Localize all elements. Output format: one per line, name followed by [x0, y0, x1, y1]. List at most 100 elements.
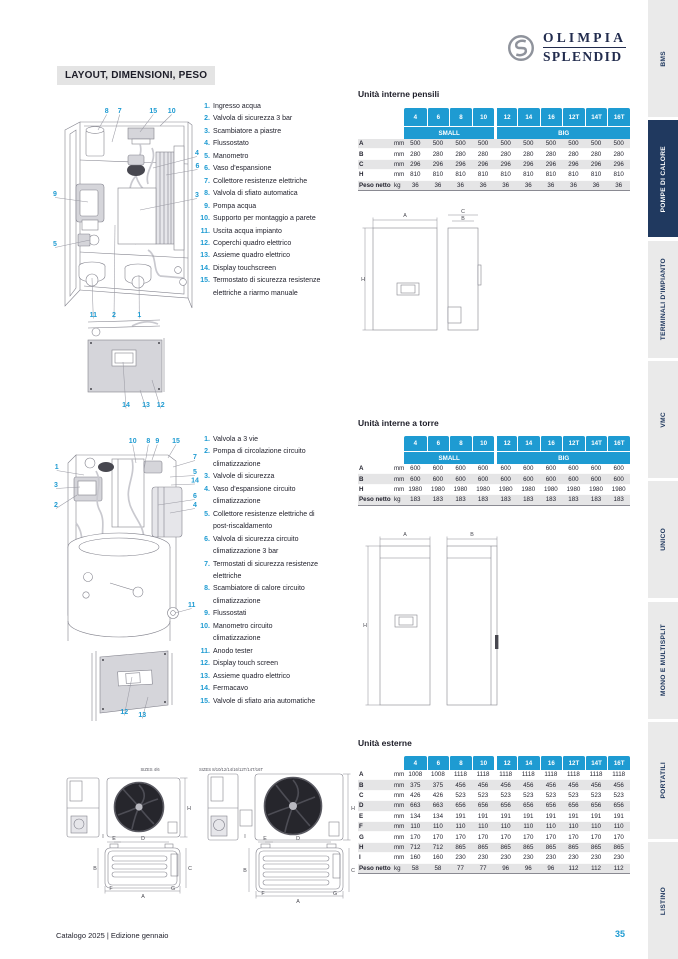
value-cell: 170 [494, 832, 517, 843]
callout-number: 3 [54, 482, 58, 489]
column-header: 12 [494, 436, 517, 451]
callout-leader [54, 197, 89, 203]
column-header: 16T [607, 108, 630, 126]
callout-number: 12 [157, 402, 165, 409]
value-cell: 810 [562, 170, 585, 181]
value-cell: 230 [449, 853, 472, 864]
sidebar-tab-vmc[interactable]: VMC [648, 360, 678, 478]
sidebar-tab-label: BMS [659, 50, 667, 67]
value-cell: 170 [404, 832, 427, 843]
value-cell: 296 [471, 159, 495, 171]
value-cell: 36 [562, 180, 585, 191]
value-cell: 1980 [449, 485, 472, 496]
callout-number: 15 [149, 108, 157, 115]
callout-leader [170, 483, 196, 486]
value-cell: 500 [584, 139, 608, 150]
list-item-number: 4. [204, 485, 210, 493]
value-cell: 663 [404, 801, 427, 812]
column-header: 14 [516, 436, 540, 451]
callout-leader [174, 608, 192, 614]
value-cell: 1118 [471, 770, 495, 781]
value-cell: 1980 [539, 485, 563, 496]
value-cell: 865 [471, 842, 495, 854]
row-unit: mm [393, 149, 404, 160]
list-item-text: Termostato di sicurezza resistenze elett… [213, 277, 321, 297]
callout-leader [169, 475, 196, 478]
sidebar-tab-unico[interactable]: UNICO [648, 481, 678, 599]
svg-text:B: B [243, 868, 247, 874]
list-item-text: Coperchi quadro elettrico [213, 239, 292, 247]
sidebar-tab-portatili[interactable]: PORTATILI [648, 721, 678, 839]
svg-text:E: E [263, 836, 267, 842]
value-cell: 134 [426, 812, 450, 822]
value-cell: 656 [607, 801, 630, 812]
group-header-small: SMALL [404, 126, 495, 139]
callout-number: 13 [138, 712, 146, 719]
value-cell: 36 [449, 180, 472, 191]
callout-leader [152, 156, 198, 169]
value-cell: 230 [494, 853, 517, 864]
value-cell: 183 [562, 495, 585, 506]
list-item-text: Supporto per montaggio a parete [213, 215, 316, 223]
value-cell: 810 [516, 170, 540, 181]
list-item-number: 11. [200, 647, 210, 655]
list-item: 12.Coperchi quadro elettrico [200, 238, 350, 250]
list-item-number: 15. [200, 697, 210, 705]
table-corner [358, 126, 404, 139]
list-item-number: 1. [204, 103, 210, 110]
sidebar-tab-pompe-di-calore[interactable]: POMPE DI CALORE [648, 120, 678, 238]
heading-unita-interne-pensili: Unità interne pensili [358, 89, 440, 99]
list-item-number: 10. [200, 622, 210, 630]
value-cell: 600 [494, 474, 517, 485]
svg-text:C: C [351, 868, 355, 874]
list-item-number: 3. [204, 473, 210, 481]
callout-number: 13 [142, 402, 150, 409]
row-label: I [358, 853, 393, 864]
list-item: 1.Valvola a 3 vie [200, 434, 350, 446]
list-item-text: Valvola di sfiato automatica [213, 190, 298, 198]
column-header: 16 [539, 756, 563, 770]
row-unit: mm [393, 485, 404, 496]
list-item-text: Pompa acqua [213, 202, 257, 210]
value-cell: 296 [584, 159, 608, 171]
value-cell: 296 [426, 159, 450, 171]
value-cell: 191 [471, 812, 495, 822]
outdoor-big-top-view: E D A C B F G [243, 836, 355, 905]
callout-leader [143, 444, 149, 471]
sidebar-tab-bms[interactable]: BMS [648, 0, 678, 117]
value-cell: 110 [426, 821, 450, 833]
value-cell: 170 [607, 832, 630, 843]
callout-leader [55, 494, 78, 509]
value-cell: 810 [471, 170, 495, 181]
column-header: 6 [426, 756, 450, 770]
value-cell: 810 [607, 170, 630, 181]
sidebar-tab-label: UNICO [659, 528, 667, 552]
value-cell: 112 [607, 863, 630, 874]
row-label: E [358, 812, 393, 822]
value-cell: 500 [426, 139, 450, 150]
page-number: 35 [615, 929, 626, 939]
sidebar-tab-listino[interactable]: LISTINO [648, 842, 678, 959]
drawing-torre-dimensions: A H B [363, 532, 499, 706]
column-header: 10 [471, 436, 495, 451]
sidebar-tab-mono-e-multisplit[interactable]: MONO E MULTISPLIT [648, 601, 678, 719]
callout-leader [54, 239, 91, 248]
value-cell: 1980 [404, 485, 427, 496]
value-cell: 523 [607, 791, 630, 802]
row-label: A [358, 139, 393, 150]
list-item-text: Vaso d'espansione [213, 165, 272, 173]
callout-leader [159, 114, 172, 127]
table-corner [358, 756, 404, 770]
row-label: B [358, 149, 393, 160]
size-label-2: SIZES 8/10/12/14/16/12T/14T/16T [199, 767, 263, 772]
value-cell: 230 [562, 853, 585, 864]
value-cell: 375 [426, 780, 450, 791]
row-unit: mm [393, 821, 404, 833]
callout-leader [132, 444, 137, 464]
sidebar-tab-terminali-d-impianto[interactable]: TERMINALI D'IMPIANTO [648, 240, 678, 358]
value-cell: 36 [404, 180, 427, 191]
dim-label: A [403, 532, 407, 538]
